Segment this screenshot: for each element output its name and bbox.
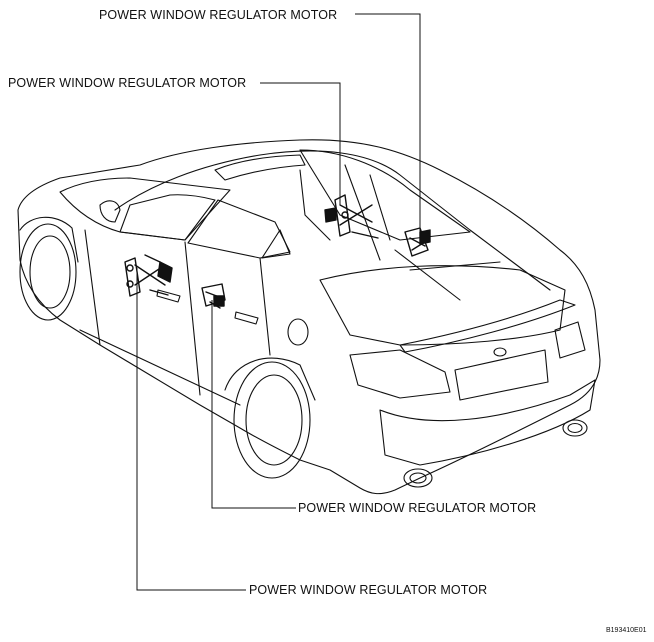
front-door-line: [84, 229, 201, 396]
car-body-outline: [17, 139, 601, 495]
sunroof: [214, 154, 306, 181]
rear-door-regulator: [201, 283, 226, 309]
side-mirror: [99, 200, 121, 223]
front-door-window: [119, 194, 216, 241]
rear-spoiler: [399, 299, 576, 353]
front-door-regulator: [124, 254, 173, 297]
fuel-door: [287, 318, 309, 346]
rear-door-window: [187, 199, 291, 259]
rear-wheel-arch: [224, 357, 316, 401]
exhaust-tip-left: [403, 468, 433, 488]
rear-window: [299, 149, 471, 241]
roof-line: [114, 150, 551, 291]
front-wheel: [19, 223, 77, 321]
rear-bumper: [379, 379, 596, 466]
rear-wheel: [233, 361, 311, 479]
leader-line-top-rear-left: [260, 82, 341, 205]
front-wheel-arch: [19, 216, 79, 263]
rear-emblem: [493, 347, 507, 357]
interior-lines: [299, 164, 501, 301]
rear-left-regulator: [324, 194, 379, 239]
license-plate: [454, 349, 549, 401]
figure-id: B193410E01: [606, 627, 647, 634]
quarter-window: [261, 229, 291, 259]
tail-light-right: [554, 321, 586, 359]
leader-line-front-door: [136, 268, 246, 591]
label-front-door-motor: POWER WINDOW REGULATOR MOTOR: [249, 583, 488, 597]
label-top-rear-left: POWER WINDOW REGULATOR MOTOR: [8, 76, 247, 90]
exhaust-tip-right: [562, 419, 588, 437]
trunk-lid: [319, 265, 566, 346]
front-door-handle: [156, 289, 181, 303]
rear-door-line: [259, 257, 271, 356]
rear-door-handle: [234, 311, 259, 325]
rocker-line: [79, 329, 241, 406]
leader-line-rear-door: [211, 300, 296, 509]
rear-right-regulator: [404, 227, 431, 257]
leader-line-top-rear-right: [355, 13, 421, 232]
label-rear-door-motor: POWER WINDOW REGULATOR MOTOR: [298, 501, 537, 515]
label-top-rear-right: POWER WINDOW REGULATOR MOTOR: [99, 8, 338, 22]
tail-light-left: [349, 349, 451, 399]
